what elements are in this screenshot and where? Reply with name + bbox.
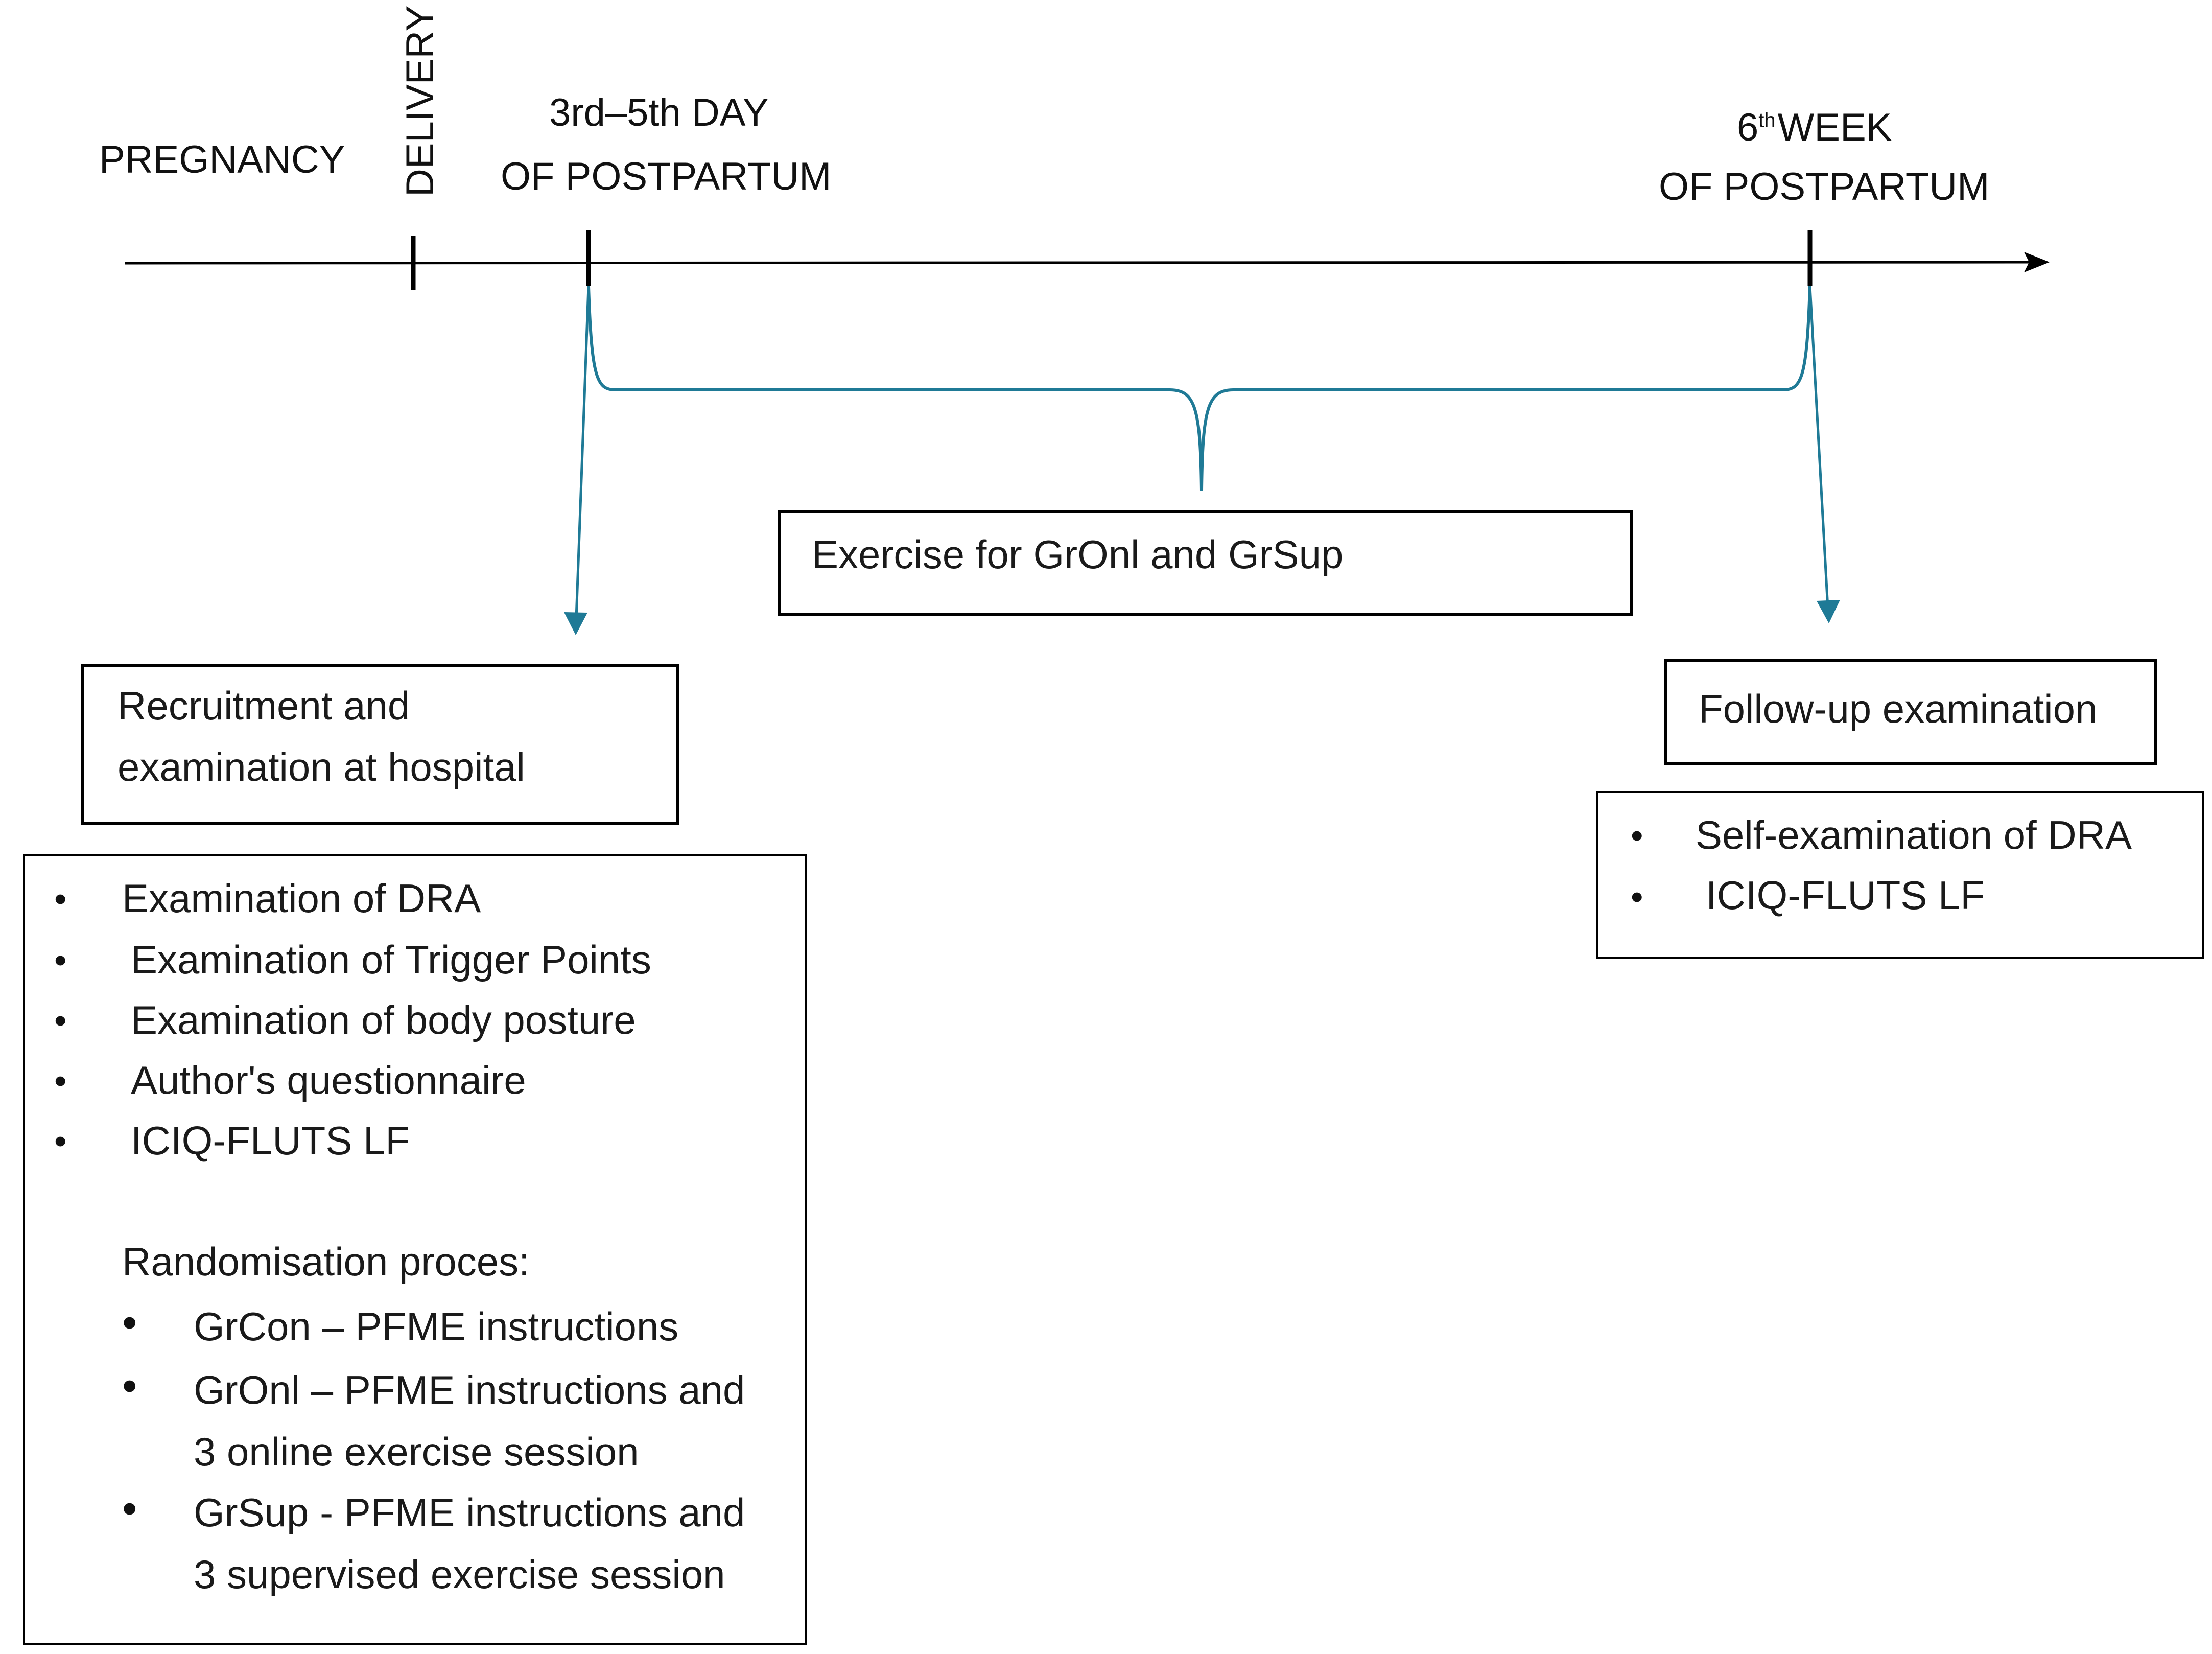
group-line: GrOnl – PFME instructions and — [194, 1367, 745, 1412]
exam-item: Examination of body posture — [131, 997, 636, 1042]
recruitment-box: Recruitment and examination at hospital — [81, 664, 679, 825]
exam-item: ICIQ-FLUTS LF — [131, 1118, 410, 1163]
exercise-period-brace — [587, 286, 1811, 491]
arrowhead-followup — [1817, 600, 1840, 623]
label-day-3-5-line2: OF POSTPARTUM — [501, 155, 832, 198]
exercise-box: Exercise for GrOnl and GrSup — [778, 510, 1633, 616]
bullet: • — [54, 1121, 67, 1161]
label-week-6-line1: 6thWEEK — [1737, 108, 1892, 147]
label-delivery: DELIVERY — [398, 5, 442, 197]
arrowhead-recruitment — [564, 612, 587, 635]
group-line: GrSup - PFME instructions and — [194, 1490, 745, 1535]
bullet: • — [54, 879, 67, 919]
bullet: • — [122, 1484, 137, 1532]
week-word: WEEK — [1777, 106, 1892, 149]
followup-box-text: Follow-up examination — [1699, 686, 2098, 731]
arrow-to-recruitment — [575, 286, 590, 619]
randomisation-title: Randomisation proces: — [122, 1239, 530, 1284]
recruitment-line2: examination at hospital — [117, 744, 525, 789]
followup-item: ICIQ-FLUTS LF — [1706, 873, 1985, 918]
followup-box: Follow-up examination — [1664, 659, 2157, 765]
bullet: • — [122, 1298, 137, 1346]
label-week-6-line2: OF POSTPARTUM — [1659, 165, 1990, 208]
bullet: • — [54, 1061, 67, 1101]
group-line: 3 supervised exercise session — [194, 1552, 725, 1597]
bullet: • — [1631, 816, 1643, 855]
arrow-to-followup — [1808, 286, 1829, 609]
exam-item: Examination of Trigger Points — [131, 937, 651, 982]
group-line: 3 online exercise session — [194, 1429, 639, 1474]
timeline-arrowhead — [2024, 252, 2050, 272]
week-number: 6 — [1737, 106, 1759, 149]
timeline-axis — [125, 261, 2031, 265]
recruitment-line1: Recruitment and — [117, 683, 410, 728]
followup-list-box: • Self-examination of DRA • ICIQ-FLUTS L… — [1596, 791, 2204, 959]
label-pregnancy: PREGNANCY — [99, 138, 345, 181]
exam-item: Author's questionnaire — [131, 1058, 526, 1103]
label-day-3-5-line1: 3rd–5th DAY — [549, 91, 769, 134]
exam-item: Examination of DRA — [122, 876, 481, 921]
exercise-box-text: Exercise for GrOnl and GrSup — [812, 532, 1344, 577]
followup-item: Self-examination of DRA — [1696, 812, 2132, 857]
bullet: • — [54, 940, 67, 980]
examination-list-box: • Examination of DRA • Examination of Tr… — [23, 854, 807, 1645]
bullet: • — [122, 1362, 137, 1410]
bullet: • — [1631, 877, 1643, 917]
week-superscript: th — [1758, 109, 1776, 132]
group-line: GrCon – PFME instructions — [194, 1304, 679, 1349]
bullet: • — [54, 1000, 67, 1040]
